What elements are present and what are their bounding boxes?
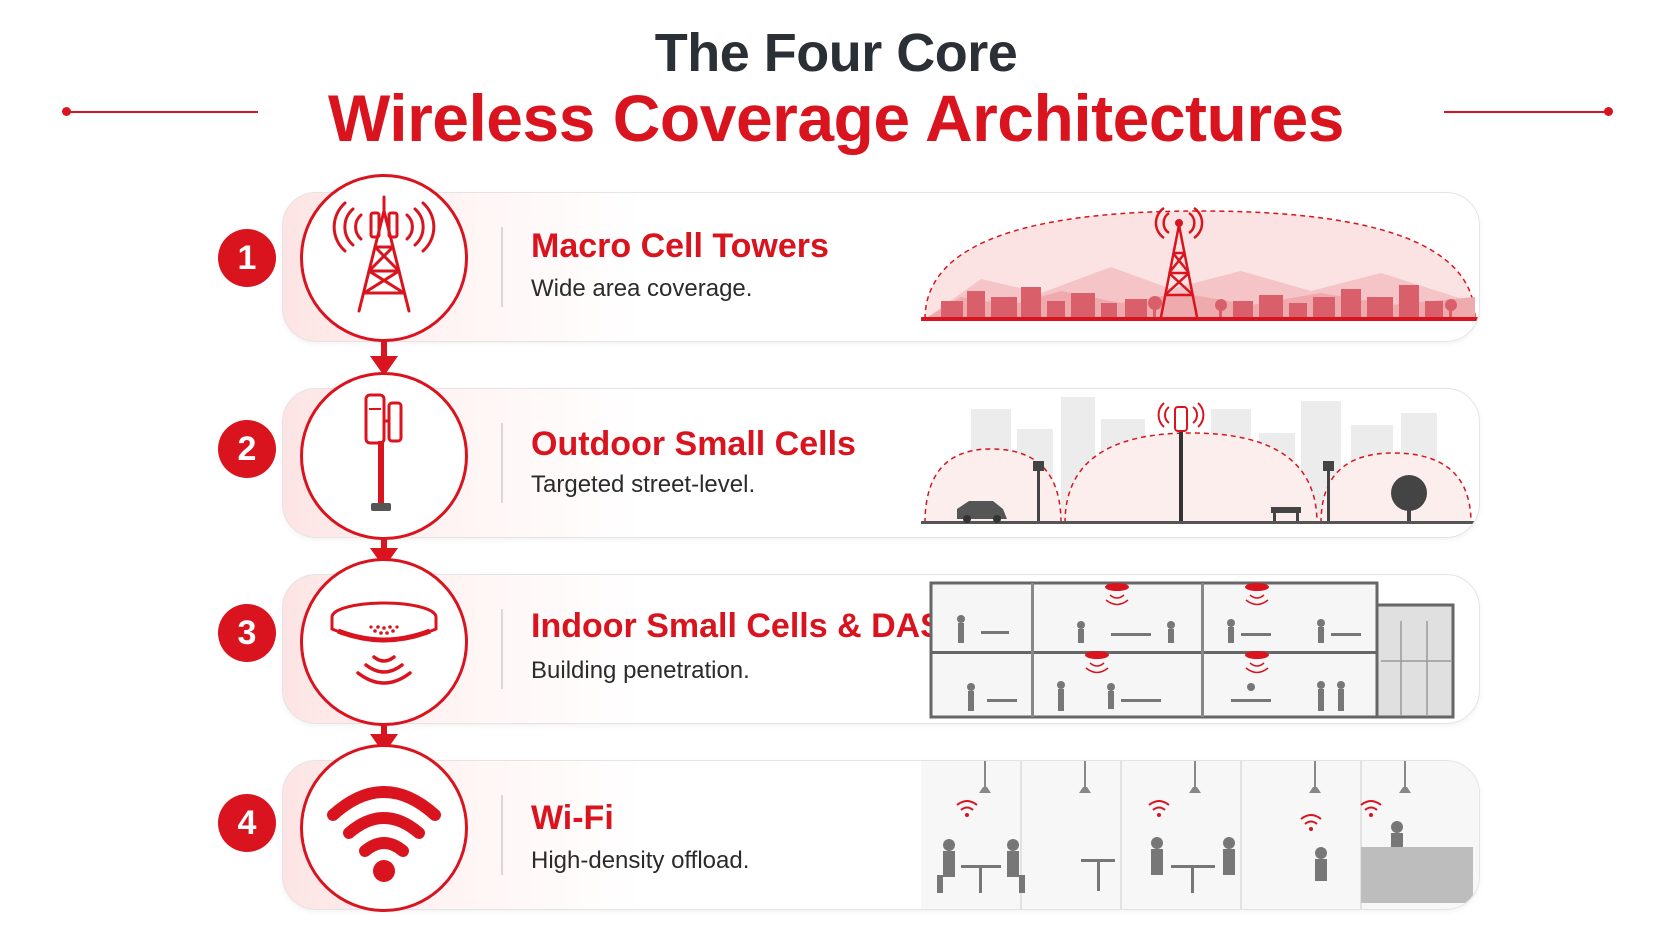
step-number-badge: 4 [218, 794, 276, 852]
step-number-badge: 3 [218, 604, 276, 662]
card-description: Targeted street-level. [531, 471, 756, 498]
cell-tower-icon [332, 195, 436, 313]
small-cell-pole-icon [364, 393, 403, 511]
card-title: Outdoor Small Cells [531, 425, 856, 463]
cafe-coverage-scene [921, 761, 1479, 909]
down-arrow-icon [370, 336, 398, 376]
card-indoor-small-cells-das: Indoor Small Cells & DAS Building penetr… [282, 574, 1480, 724]
title-line-2: Wireless Coverage Architectures [328, 81, 1344, 155]
street-coverage-scene [921, 397, 1479, 524]
card-description: High-density offload. [531, 847, 750, 874]
left-decoration-line [66, 111, 258, 113]
step-number-badge: 2 [218, 420, 276, 478]
ceiling-small-cell-icon-circle [300, 558, 468, 726]
card-wifi: Wi-Fi High-density offload. [282, 760, 1480, 910]
title-line-1: The Four Core [654, 23, 1018, 83]
card-description: Wide area coverage. [531, 275, 753, 302]
right-decoration-dot [1604, 107, 1613, 116]
macro-coverage-scene [921, 206, 1479, 321]
card-outdoor-small-cells: Outdoor Small Cells Targeted street-leve… [282, 388, 1480, 538]
card-divider [501, 609, 503, 689]
card-divider [501, 795, 503, 875]
right-decoration-line [1444, 111, 1612, 113]
card-divider [501, 423, 503, 503]
card-title: Macro Cell Towers [531, 227, 829, 265]
card-title: Wi-Fi [531, 799, 614, 837]
building-coverage-scene [929, 581, 1455, 719]
wifi-icon [327, 786, 441, 882]
step-number-badge: 1 [218, 229, 276, 287]
card-macro-cell-towers: Macro Cell Towers Wide area coverage. [282, 192, 1480, 342]
cell-tower-icon-circle [300, 174, 468, 342]
small-cell-pole-icon-circle [300, 372, 468, 540]
ceiling-small-cell-icon [330, 601, 438, 685]
card-description: Building penetration. [531, 657, 750, 684]
wifi-icon-circle [300, 744, 468, 912]
card-title: Indoor Small Cells & DAS [531, 607, 943, 645]
card-divider [501, 227, 503, 307]
